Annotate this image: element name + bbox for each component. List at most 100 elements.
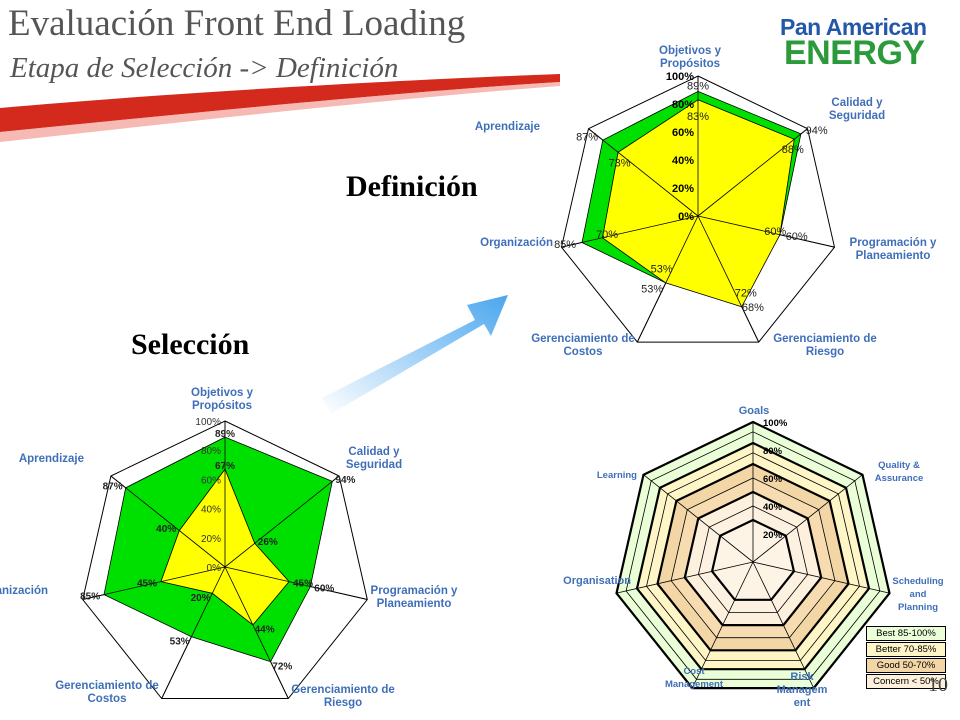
tick-label: 40% (763, 502, 783, 513)
data-label: 89% (215, 429, 235, 440)
data-label: 68% (742, 302, 764, 314)
logo-line1: Pan American (780, 14, 927, 40)
band-legend: Best 85-100% Better 70-85% Good 50-70% C… (866, 626, 946, 690)
tick-label: 60% (672, 127, 694, 139)
data-label: 53% (170, 636, 190, 647)
legend-concern: Concern < 50% (866, 674, 946, 689)
radar-spoke-overlay (636, 215, 699, 343)
tick-label: 40% (672, 155, 694, 167)
page-title: Evaluación Front End Loading (8, 3, 466, 44)
radar-frame (82, 420, 368, 699)
data-label: 67% (215, 461, 235, 472)
axis-label: Learning (597, 470, 637, 481)
axis-label: Organización (480, 237, 553, 249)
axis-label: Organización (0, 585, 48, 597)
data-label: 72% (272, 661, 292, 672)
data-label: 87% (576, 131, 598, 143)
radar-spoke (752, 561, 815, 689)
data-label: 60% (314, 583, 334, 594)
tick-label: 60% (763, 474, 783, 485)
radar-spoke (643, 474, 754, 563)
radar-spoke-overlay (697, 128, 808, 217)
axis-label: Quality &Assurance (875, 460, 924, 484)
radar-spoke-overlay (110, 475, 226, 568)
tick-label: 40% (201, 505, 221, 516)
tick-label: 100% (763, 418, 788, 429)
legend-better: Better 70-85% (866, 642, 946, 657)
tick-label: 0% (207, 563, 222, 574)
radar-frame (560, 75, 836, 343)
page-number: 10 (928, 674, 948, 696)
legend-best: Best 85-100% (866, 626, 946, 641)
series-area-2 (602, 99, 795, 308)
axis-label: Aprendizaje (475, 121, 540, 133)
data-label: 20% (191, 593, 211, 604)
radar-spoke-overlay (82, 566, 226, 600)
data-label: 85% (554, 239, 576, 251)
tick-label: 100% (666, 71, 694, 83)
data-label: 88% (782, 144, 804, 156)
data-label: 45% (137, 579, 157, 590)
data-label: 94% (335, 475, 355, 486)
data-label: 45% (293, 579, 313, 590)
logo-line2: ENERGY (784, 34, 925, 72)
axis-label: Goals (739, 405, 770, 417)
data-label: 53% (651, 263, 673, 275)
radar-spoke-overlay (224, 566, 368, 600)
company-logo: Pan American ENERGY (780, 14, 930, 74)
radar-spoke (752, 561, 890, 594)
data-label: 26% (258, 537, 278, 548)
data-label: 87% (103, 481, 123, 492)
data-label: 60% (764, 226, 786, 238)
tick-label: 100% (195, 417, 221, 428)
legend-good: Good 50-70% (866, 658, 946, 673)
data-label: 83% (687, 111, 709, 123)
tick-label: 20% (763, 530, 783, 541)
tick-label: 20% (672, 183, 694, 195)
data-label: 53% (641, 283, 663, 295)
data-label: 73% (609, 157, 631, 169)
radar-spoke-overlay (697, 215, 835, 248)
data-label: 72% (735, 287, 757, 299)
tick-label: 0% (678, 211, 694, 223)
radar-spoke-overlay (161, 566, 226, 699)
data-label: 40% (156, 524, 176, 535)
tick-label: 80% (672, 99, 694, 111)
tick-label: 80% (763, 446, 783, 457)
radar-spoke-overlay (224, 566, 289, 699)
data-label: 60% (786, 231, 808, 243)
radar-spoke (616, 561, 754, 594)
data-label: 85% (80, 592, 100, 603)
data-label: 89% (687, 80, 709, 92)
definicion-label: Definición (346, 170, 478, 203)
data-label: 94% (806, 125, 828, 137)
data-label: 70% (596, 229, 618, 241)
seleccion-label: Selección (131, 328, 250, 361)
radar-spoke-overlay (224, 475, 340, 568)
tick-label: 60% (201, 475, 221, 486)
tick-label: 20% (201, 534, 221, 545)
radar-spoke-overlay (561, 215, 699, 248)
page-subtitle: Etapa de Selección -> Definición (10, 52, 399, 84)
axis-label: Organisation (563, 575, 631, 587)
data-label: 44% (255, 625, 275, 636)
tick-label: 80% (201, 446, 221, 457)
radar-spoke-overlay (697, 215, 760, 343)
